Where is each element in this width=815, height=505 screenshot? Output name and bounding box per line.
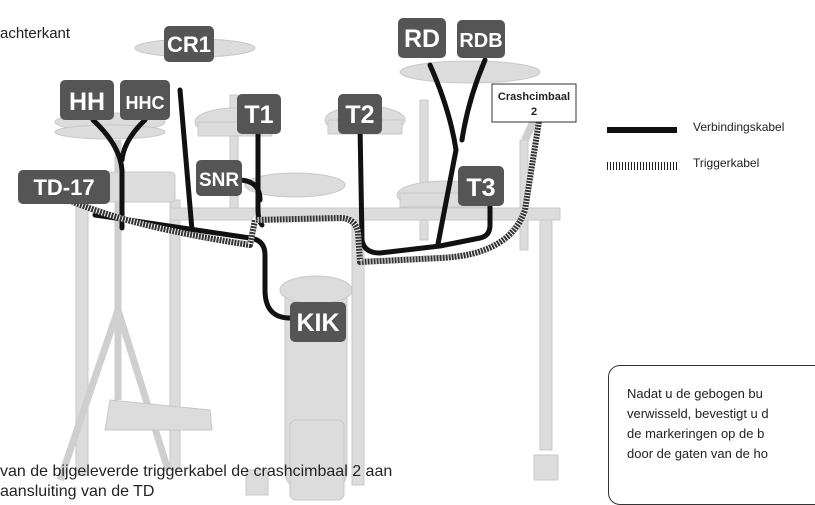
rear-side-label: achterkant: [0, 25, 71, 42]
caption-line: aansluiting van de TD: [0, 483, 155, 500]
tag-kik: KIK: [290, 302, 346, 342]
cable-main-left: [92, 212, 293, 321]
cable-hhc: [119, 117, 148, 163]
connection-cables: [90, 57, 493, 321]
hihat-pedal: [104, 399, 213, 431]
legend-connection-label: Verbindingskabel: [693, 120, 785, 134]
tag-t2: T2: [338, 94, 382, 134]
cymbal-arm: [419, 99, 429, 241]
legend-trigger-label: Triggerkabel: [693, 156, 760, 170]
svg-text:TD-17: TD-17: [33, 175, 94, 200]
svg-text:CR1: CR1: [167, 32, 211, 57]
svg-text:HHC: HHC: [126, 93, 165, 113]
crash2-label-line2: 2: [531, 106, 537, 118]
note-line: Nadat u de gebogen bu: [627, 386, 763, 401]
rack-bar: [169, 207, 561, 221]
tag-rd: RD: [398, 18, 446, 58]
svg-text:T3: T3: [466, 174, 495, 202]
kick-pad-top: [279, 275, 353, 305]
tag-t1: T1: [237, 94, 281, 134]
note-box: Nadat u de gebogen bu verwisseld, bevest…: [608, 365, 815, 505]
cable-rdb: [459, 57, 488, 143]
caption-line: van de bijgeleverde triggerkabel de cras…: [0, 463, 393, 480]
cable-cr1: [177, 87, 195, 233]
tag-cr1: CR1: [164, 26, 214, 62]
cable-hh: [90, 117, 125, 231]
svg-text:RDB: RDB: [459, 30, 502, 52]
tag-rdb: RDB: [457, 20, 505, 58]
trigger-cable: [58, 114, 543, 265]
kick-pedal: [289, 419, 345, 501]
tag-td17: TD-17: [18, 170, 110, 204]
tag-hhc: HHC: [120, 80, 170, 120]
legend-striped-swatch: [607, 162, 677, 170]
tag-t3: T3: [458, 166, 504, 206]
foot: [245, 469, 269, 496]
note-line: verwisseld, bevestigt u d: [627, 406, 769, 421]
svg-text:T2: T2: [345, 101, 374, 129]
svg-text:HH: HH: [69, 88, 105, 116]
caption: van de bijgeleverde triggerkabel de cras…: [0, 462, 392, 502]
crash2-label-line1: Crashcimbaal: [498, 91, 570, 103]
tag-snr: SNR: [196, 160, 242, 196]
rack-post-right: [539, 209, 553, 451]
crash2-callout: Crashcimbaal 2: [491, 83, 577, 123]
svg-text:KIK: KIK: [296, 309, 339, 337]
cable-t2: [357, 122, 493, 256]
note-line: de markeringen op de b: [627, 426, 765, 441]
note-line: door de gaten van de ho: [627, 446, 768, 461]
legend-solid-swatch: [607, 127, 677, 133]
trigger-cable-stripes: [58, 114, 543, 265]
tag-hh: HH: [60, 80, 114, 120]
pad-snare: [244, 172, 346, 198]
cymbal-ride: [399, 60, 541, 84]
svg-text:SNR: SNR: [199, 170, 239, 191]
svg-text:T1: T1: [244, 101, 273, 129]
svg-text:RD: RD: [404, 25, 440, 53]
cable-rd: [427, 62, 459, 247]
foot: [533, 454, 559, 481]
